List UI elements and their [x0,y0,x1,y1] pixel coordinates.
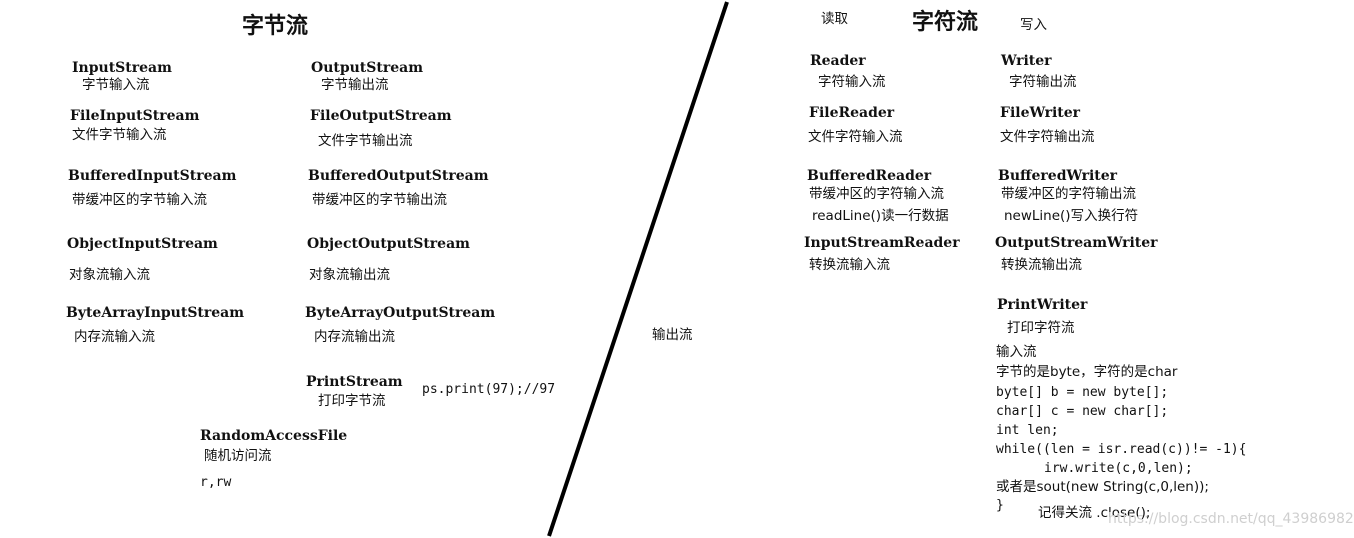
byte-array-input-stream-name: ByteArrayInputStream [66,305,245,321]
code-note-line2: 字节的是byte，字符的是char [996,364,1178,380]
input-stream-reader-name: InputStreamReader [804,235,960,251]
print-stream-note: ps.print(97);//97 [422,382,556,397]
byte-array-output-stream-desc: 内存流输出流 [314,329,395,345]
random-access-file-name: RandomAccessFile [200,428,348,444]
file-reader-desc: 文件字符输入流 [808,129,903,145]
close-note: 记得关流 .close(); [1038,505,1151,521]
buffered-writer-desc: 带缓冲区的字符输出流 [1001,186,1136,202]
code-note-line5: int len; [996,423,1059,438]
output-stream-label: 输出流 [652,327,693,343]
code-note-line1: 输入流 [996,344,1037,360]
file-output-stream-name: FileOutputStream [310,108,452,124]
print-writer-name: PrintWriter [997,297,1088,313]
file-writer-name: FileWriter [1000,105,1081,121]
char-stream-title: 字符流 [912,9,979,35]
input-stream-reader-desc: 转换流输入流 [809,257,890,273]
file-input-stream-desc: 文件字节输入流 [72,127,167,143]
object-output-stream-desc: 对象流输出流 [309,267,390,283]
code-note-line8: 或者是sout(new String(c,0,len)); [996,479,1209,495]
buffered-writer-name: BufferedWriter [998,168,1118,184]
buffered-reader-desc: 带缓冲区的字符输入流 [809,186,944,202]
reader-desc: 字符输入流 [818,74,886,90]
random-access-file-modes: r,rw [200,475,232,490]
writer-desc: 字符输出流 [1009,74,1077,90]
buffered-input-stream-desc: 带缓冲区的字节输入流 [72,192,207,208]
object-input-stream-name: ObjectInputStream [67,236,218,252]
code-note-line7: irw.write(c,0,len); [1044,461,1193,476]
writer-name: Writer [1001,53,1052,69]
byte-stream-title: 字节流 [242,13,309,39]
print-stream-desc: 打印字节流 [318,393,386,409]
file-input-stream-name: FileInputStream [70,108,200,124]
code-note-line6: while((len = isr.read(c))!= -1){ [996,442,1247,457]
object-input-stream-desc: 对象流输入流 [69,267,150,283]
buffered-output-stream-name: BufferedOutputStream [308,168,489,184]
random-access-file-desc: 随机访问流 [204,448,272,464]
write-label: 写入 [1020,17,1047,33]
buffered-reader-note: readLine()读一行数据 [812,208,949,224]
print-stream-name: PrintStream [306,374,403,390]
input-stream-name: InputStream [72,60,172,76]
buffered-output-stream-desc: 带缓冲区的字节输出流 [312,192,447,208]
byte-array-input-stream-desc: 内存流输入流 [74,329,155,345]
buffered-writer-note: newLine()写入换行符 [1004,208,1139,224]
watermark: https://blog.csdn.net/qq_43986982 [1108,511,1354,527]
buffered-input-stream-name: BufferedInputStream [68,168,237,184]
output-stream-writer-desc: 转换流输出流 [1001,257,1082,273]
print-writer-desc: 打印字符流 [1007,320,1075,336]
read-label: 读取 [821,11,848,27]
code-note-line3: byte[] b = new byte[]; [996,385,1169,400]
code-note-line4: char[] c = new char[]; [996,404,1169,419]
file-reader-name: FileReader [809,105,895,121]
buffered-reader-name: BufferedReader [807,168,932,184]
byte-array-output-stream-name: ByteArrayOutputStream [305,305,496,321]
input-stream-desc: 字节输入流 [82,77,150,93]
output-stream-name: OutputStream [311,60,424,76]
object-output-stream-name: ObjectOutputStream [307,236,470,252]
output-stream-desc: 字节输出流 [321,77,389,93]
output-stream-writer-name: OutputStreamWriter [995,235,1158,251]
file-writer-desc: 文件字符输出流 [1000,129,1095,145]
file-output-stream-desc: 文件字节输出流 [318,133,413,149]
code-note-line9: } [996,498,1004,513]
reader-name: Reader [810,53,866,69]
